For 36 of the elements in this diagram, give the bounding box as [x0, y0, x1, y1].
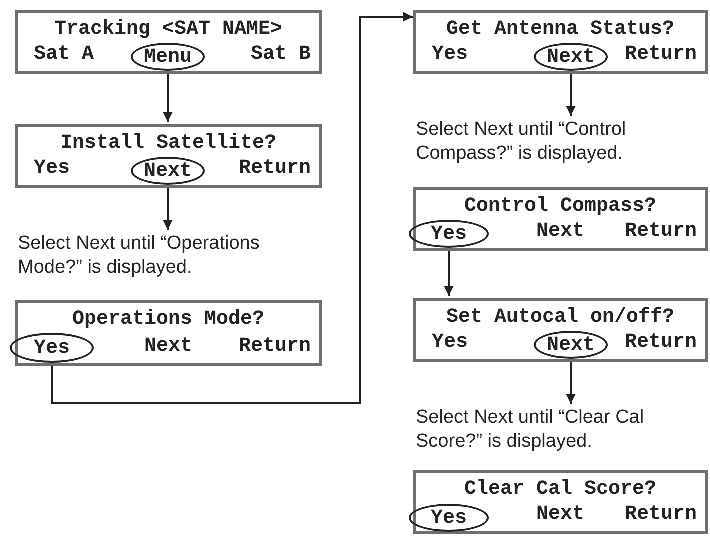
selected-option-ellipse: Menu [131, 43, 205, 71]
menu-option: Return [624, 331, 697, 355]
instruction-text: Select Next until “Clear Cal Score?” is displayed. [416, 406, 708, 454]
menu-option: Sat B [250, 43, 311, 67]
screen-title: Control Compass? [463, 195, 658, 219]
instruction-text: Select Next until “Operations Mode?” is displayed. [18, 232, 318, 280]
menu-option: Yes [432, 331, 468, 355]
menu-option: Next [144, 335, 192, 359]
menu-option: Return [238, 335, 311, 359]
screen-title: Get Antenna Status? [445, 18, 676, 42]
screen-title: Set Autocal on/off? [445, 306, 676, 330]
menu-option: Yes [432, 43, 468, 67]
display-screen [413, 10, 708, 74]
selected-option-ellipse: Yes [409, 220, 489, 248]
menu-option: Next [536, 503, 584, 527]
selected-option-ellipse: Yes [10, 333, 94, 363]
display-screen [413, 298, 708, 362]
selected-option-ellipse: Next [131, 157, 205, 185]
display-screen [15, 10, 322, 74]
screen-title: Install Satellite? [59, 132, 278, 156]
menu-option: Return [238, 157, 311, 181]
menu-option: Sat A [34, 43, 94, 67]
menu-option: Yes [34, 157, 70, 181]
selected-option-ellipse: Next [534, 43, 608, 71]
selected-option-ellipse: Next [534, 331, 608, 359]
instruction-text: Select Next until “Control Compass?” is displayed. [416, 118, 708, 166]
menu-option: Return [624, 43, 697, 67]
screen-title: Tracking <SAT NAME> [53, 18, 284, 42]
menu-option: Next [536, 220, 584, 244]
screen-title: Operations Mode? [71, 308, 266, 332]
display-screen [15, 124, 322, 188]
arrow [51, 12, 413, 404]
selected-option-ellipse: Yes [409, 504, 489, 532]
menu-option: Return [624, 220, 697, 244]
menu-option: Return [624, 503, 697, 527]
screen-title: Clear Cal Score? [463, 478, 658, 502]
